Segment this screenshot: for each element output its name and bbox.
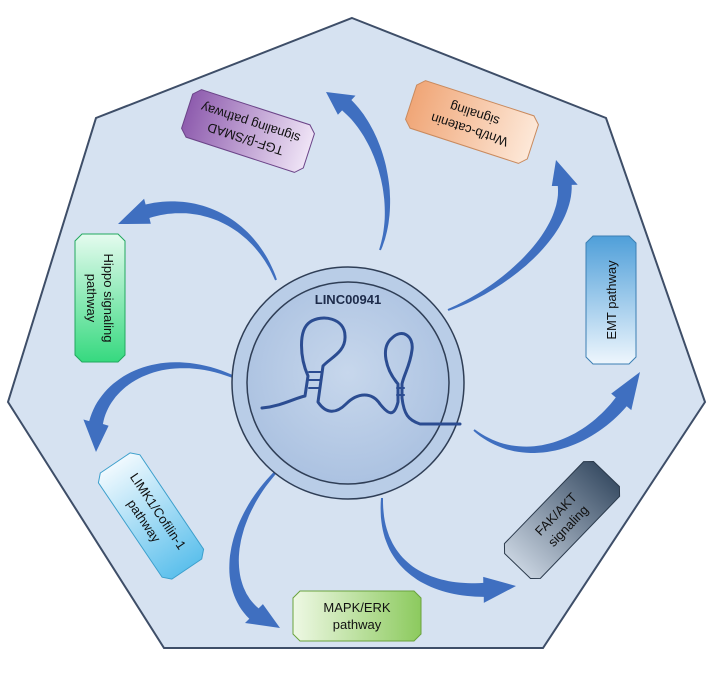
tag-label-mapk-line2: pathway [333,617,382,632]
arrow-to-limk [83,362,249,452]
rna-structure-icon [260,316,462,426]
tag-shape-wnt [405,80,539,164]
tag-shape-emt [585,235,637,365]
arrow-to-fak [380,498,516,603]
tag-shape-hippo [74,233,126,363]
pathway-tag-limk: LIMK1/Cofilin-1 pathway [97,452,205,580]
arrow-to-mapk [229,461,287,628]
pathway-tag-fak: FAK/AKT signaling [503,460,621,580]
tag-shape-tgf [181,89,315,173]
tag-label-emt-line1: EMT pathway [604,260,619,340]
arrow-to-wnt [447,160,578,311]
inner-circle [246,281,450,485]
tag-shape-fak [503,460,621,580]
pathway-tag-emt: EMT pathway [585,235,637,365]
arrow-group [83,92,640,628]
arrow-to-tgf [326,92,391,251]
tag-label-mapk-line1: MAPK/ERK [323,600,391,615]
pathway-tag-mapk: MAPK/ERK pathway [292,590,422,642]
center-title: LINC00941 [315,292,381,307]
tag-shape-limk [97,452,205,580]
pathway-tag-hippo: Hippo signaling pathway [74,233,126,363]
pathway-tag-wnt: Wnt/b-catenin signaling [405,80,539,164]
tag-shape-mapk [292,590,422,642]
tag-label-hippo-line2: pathway [84,274,99,323]
arrow-to-emt [473,372,640,453]
pathway-tags: TGF-β/SMAD signaling pathway Wnt/b-caten… [74,80,637,642]
tag-label-hippo-line1: Hippo signaling [101,254,116,343]
